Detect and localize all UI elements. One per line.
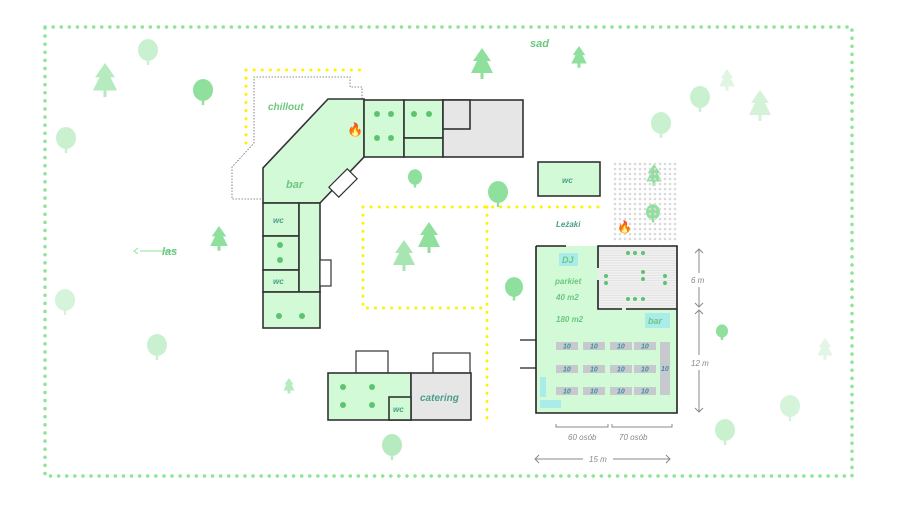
guests-left: 60 osób: [568, 433, 597, 442]
table: [634, 387, 656, 395]
beds: [374, 111, 432, 141]
dance-floor-area: 40 m2: [555, 293, 579, 302]
table: [634, 365, 656, 373]
trees: [55, 39, 833, 460]
table-capacity: 10: [617, 389, 625, 396]
deciduous-tree-icon: [193, 79, 213, 101]
tables: 10 10 10 10 10 10 10 10 10 10 10 10 10: [556, 342, 670, 396]
bar-label: bar: [286, 179, 304, 191]
table: [583, 387, 605, 395]
wc-label: wc: [273, 277, 284, 286]
pine-tree-icon: [393, 240, 415, 271]
wc-label: wc: [562, 176, 573, 185]
table-capacity: 10: [590, 389, 598, 396]
hall-bar-counter: [645, 313, 670, 328]
storage-room: [442, 99, 471, 130]
room: [403, 99, 444, 139]
wc-label: wc: [393, 405, 404, 414]
table: [556, 365, 578, 373]
forest-label: las: [162, 246, 177, 258]
pine-tree-icon: [92, 63, 118, 98]
deciduous-tree-icon: [651, 112, 671, 134]
dj-booth: [559, 253, 578, 266]
wc-label: wc: [273, 216, 284, 225]
fire-icon: 🔥: [347, 122, 363, 137]
table-capacity: 10: [641, 389, 649, 396]
dim-6m: 6 m: [691, 276, 705, 285]
loungers-grid: 🔥: [613, 162, 677, 241]
deciduous-tree-icon: [716, 324, 728, 338]
deciduous-tree-icon: [56, 127, 76, 149]
table: [660, 342, 670, 395]
dimension-lines: [133, 247, 704, 464]
entrance-step: [328, 168, 358, 198]
deciduous-tree-icon: [55, 289, 75, 311]
guests-right: 70 osób: [619, 433, 648, 442]
deciduous-tree-icon: [780, 395, 800, 417]
fire-icon: 🔥: [617, 220, 632, 234]
pine-tree-icon: [571, 46, 587, 68]
deciduous-tree-icon: [505, 277, 523, 297]
table: [556, 342, 578, 350]
table: [556, 387, 578, 395]
hall-area: 180 m2: [556, 315, 584, 324]
table: [610, 365, 632, 373]
dj-label: DJ: [562, 255, 574, 265]
hall-bar-label: bar: [648, 316, 663, 326]
chillout-label: chillout: [268, 102, 304, 113]
table-capacity: 10: [641, 367, 649, 374]
deciduous-tree-icon: [382, 434, 402, 456]
dance-floor-label: parkiet: [554, 277, 582, 286]
table-capacity: 10: [590, 367, 598, 374]
table: [610, 342, 632, 350]
room: [403, 137, 444, 158]
table-capacity: 10: [661, 366, 669, 373]
pine-tree-icon: [719, 69, 735, 91]
deciduous-tree-icon: [690, 86, 710, 108]
deciduous-tree-icon: [646, 204, 660, 220]
table: [634, 342, 656, 350]
deciduous-tree-icon: [488, 181, 508, 203]
catering-label: catering: [420, 393, 459, 404]
table-capacity: 10: [617, 367, 625, 374]
deciduous-tree-icon: [138, 39, 158, 61]
table: [583, 342, 605, 350]
pine-tree-icon: [210, 226, 228, 251]
pine-tree-icon: [749, 90, 771, 121]
terrace-seats: [604, 251, 667, 301]
pine-tree-icon: [418, 222, 440, 253]
room: [363, 99, 405, 158]
string-lights-yard: [361, 205, 602, 422]
pine-tree-icon: [283, 378, 295, 394]
dim-15m: 15 m: [589, 455, 607, 464]
orchard-label: sad: [530, 38, 549, 50]
table-capacity: 10: [641, 344, 649, 351]
table-capacity: 10: [563, 389, 571, 396]
chillout-area-outline: [231, 76, 363, 200]
table-capacity: 10: [563, 367, 571, 374]
pine-tree-icon: [817, 338, 833, 360]
property-border: [43, 25, 854, 478]
table: [583, 365, 605, 373]
deciduous-tree-icon: [715, 419, 735, 441]
loungers-label: Leżaki: [556, 220, 581, 229]
table-capacity: 10: [563, 344, 571, 351]
table-capacity: 10: [590, 344, 598, 351]
table-capacity: 10: [617, 344, 625, 351]
pine-tree-icon: [471, 48, 493, 79]
table: [610, 387, 632, 395]
dim-12m: 12 m: [691, 359, 709, 368]
deciduous-tree-icon: [147, 334, 167, 356]
deciduous-tree-icon: [408, 169, 422, 185]
